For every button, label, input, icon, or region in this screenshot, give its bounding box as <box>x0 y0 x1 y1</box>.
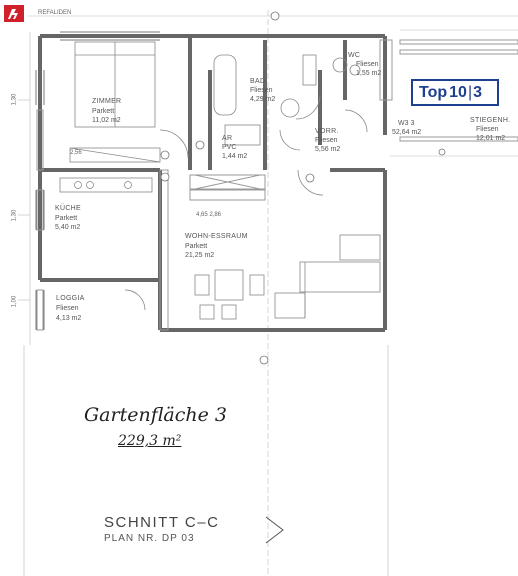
room-wohn-area: 21,25 m2 <box>185 252 215 259</box>
room-wohn-name: WOHN-ESSRAUM <box>185 233 248 240</box>
garden-area: 229,3 m² <box>118 433 182 449</box>
room-kueche-name: KÜCHE <box>55 205 82 212</box>
room-wc-name: WC <box>348 52 361 59</box>
bath-fixtures <box>213 54 361 146</box>
room-stiegenh-floor: Fliesen <box>476 126 499 133</box>
room-ar-floor: PVC <box>222 144 237 151</box>
room-bad-name: BAD <box>250 78 266 85</box>
unit-number-label: W3 3 <box>398 120 415 127</box>
dim-left-b: 1,30 <box>11 209 18 222</box>
garden-title: Gartenfläche 3 <box>84 404 227 426</box>
section-arrow <box>265 516 284 544</box>
brand-logo <box>4 5 24 22</box>
room-loggia-floor: Fliesen <box>56 305 79 312</box>
section-title: SCHNITT C–C <box>104 514 220 531</box>
wohn-height-tag: 4,65 2,86 <box>196 212 222 218</box>
room-bad-area: 4,29 m2 <box>250 96 276 103</box>
room-stiegenh-area: 12,01 m2 <box>476 135 506 142</box>
room-vorr-floor: Fliesen <box>315 137 338 144</box>
dim-left-a: 1,30 <box>11 93 18 106</box>
wall-hatch <box>36 39 518 331</box>
bed <box>74 41 156 128</box>
room-stiegenh-name: STIEGENH. <box>470 117 511 124</box>
room-bad-floor: Fliesen <box>250 87 273 94</box>
doors <box>124 94 368 311</box>
room-ar-name: AR <box>222 135 233 142</box>
room-ar-area: 1,44 m2 <box>222 153 248 160</box>
walls <box>38 34 387 332</box>
room-wc-area: 1,55 m2 <box>356 70 382 77</box>
dim-left-c: 1,00 <box>11 295 18 308</box>
room-zimmer-name: ZIMMER <box>92 98 122 105</box>
unit-badge: Top 10 | 3 <box>411 79 499 106</box>
header-tag: REFALIDEN <box>38 10 72 16</box>
wardrobe <box>69 147 161 163</box>
room-zimmer-floor: Parkett <box>92 108 115 115</box>
room-kueche-floor: Parkett <box>55 215 78 222</box>
room-vorr-name: VORR. <box>315 128 339 135</box>
sofa <box>274 234 381 319</box>
room-kueche-area: 5,40 m2 <box>55 224 81 231</box>
unit-total-area: 52,64 m2 <box>392 129 422 136</box>
room-loggia-name: LOGGIA <box>56 295 85 302</box>
plan-number: PLAN NR. DP 03 <box>104 533 195 544</box>
room-loggia-area: 4,13 m2 <box>56 315 82 322</box>
room-wc-floor: Fliesen <box>356 61 379 68</box>
markers <box>160 11 446 365</box>
unit-badge-top: Top <box>419 83 448 101</box>
kitchen-counter <box>59 177 153 193</box>
dim-zimmer: 2,56 <box>70 150 82 156</box>
room-zimmer-area: 11,02 m2 <box>92 117 121 124</box>
windows <box>35 31 160 330</box>
room-vorr-area: 5,56 m2 <box>315 146 341 153</box>
room-wohn-floor: Parkett <box>185 243 208 250</box>
dining-table <box>194 269 265 320</box>
unit-badge-number: 10 <box>449 83 467 101</box>
unit-badge-floor: 3 <box>473 83 482 101</box>
